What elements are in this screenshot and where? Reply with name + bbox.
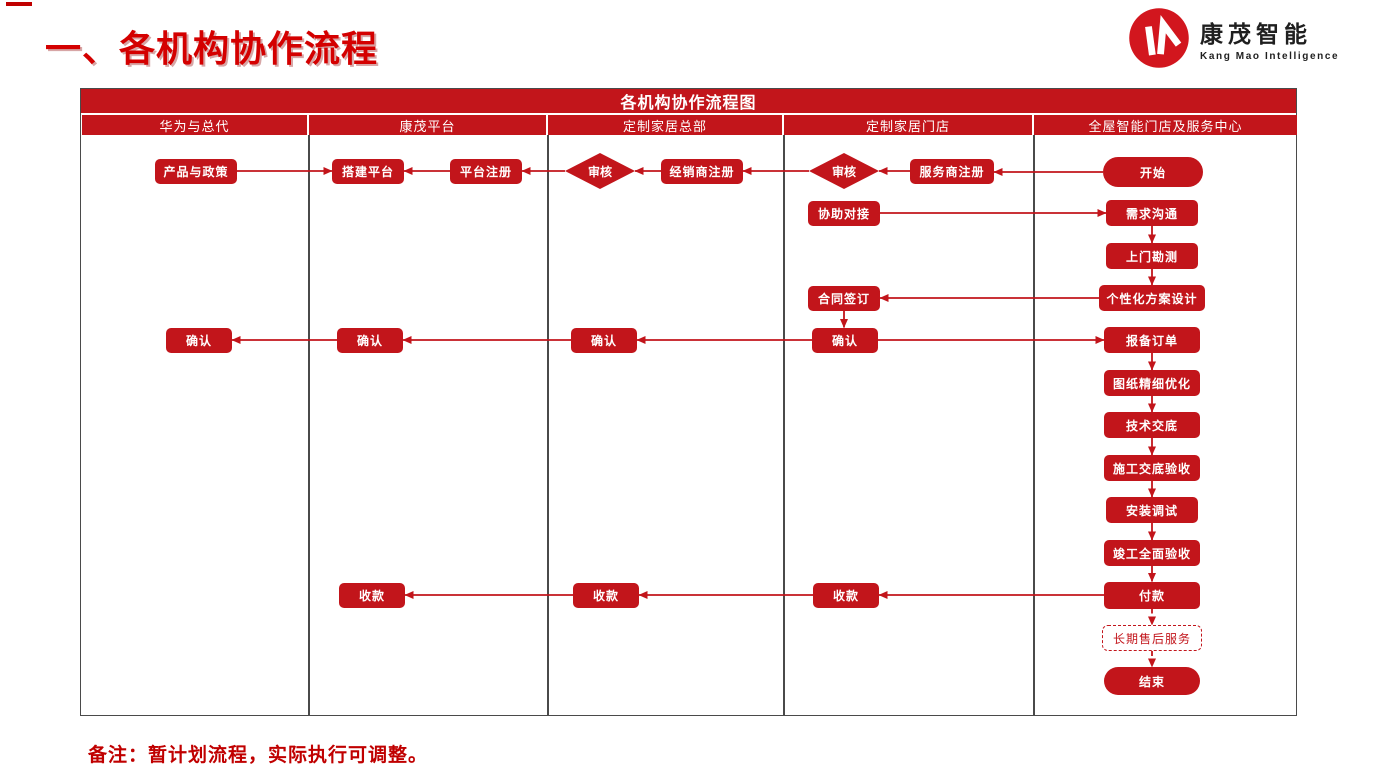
node-receive-payment-kangmao: 收款 — [339, 582, 405, 608]
node-assist-docking: 协助对接 — [808, 200, 880, 226]
node-review-hq: 审核 — [565, 153, 635, 189]
node-installation-debugging: 安装调试 — [1106, 497, 1198, 523]
node-review-store: 审核 — [809, 153, 879, 189]
node-product-policy: 产品与政策 — [155, 158, 237, 184]
node-confirm-hq: 确认 — [571, 327, 637, 353]
lane-divider-4 — [1033, 135, 1035, 715]
node-receive-payment-store: 收款 — [813, 582, 879, 608]
top-accent-dash — [6, 2, 32, 6]
lane-header-3: 定制家居总部 — [548, 115, 782, 135]
brand-logo-icon — [1129, 8, 1189, 68]
node-drawing-optimization: 图纸精细优化 — [1104, 370, 1200, 396]
table-title: 各机构协作流程图 — [81, 89, 1296, 113]
brand-logo: 康茂智能 Kang Mao Intelligence — [1128, 7, 1339, 69]
node-construction-acceptance: 施工交底验收 — [1104, 455, 1200, 481]
lane-divider-3 — [783, 135, 785, 715]
node-technical-disclosure: 技术交底 — [1104, 412, 1200, 438]
node-completion-acceptance: 竣工全面验收 — [1104, 540, 1200, 566]
node-after-sales: 长期售后服务 — [1102, 625, 1202, 651]
brand-name: 康茂智能 Kang Mao Intelligence — [1200, 15, 1339, 62]
node-demand-communication: 需求沟通 — [1106, 200, 1198, 226]
node-confirm-kangmao: 确认 — [337, 327, 403, 353]
lane-divider-1 — [308, 135, 310, 715]
node-build-platform: 搭建平台 — [332, 158, 404, 184]
node-payment: 付款 — [1104, 581, 1200, 609]
lane-header-1: 华为与总代 — [82, 115, 307, 135]
lane-header-2: 康茂平台 — [309, 115, 546, 135]
node-end: 结束 — [1104, 667, 1200, 695]
lane-divider-2 — [547, 135, 549, 715]
node-personalized-design: 个性化方案设计 — [1099, 285, 1205, 311]
node-dealer-register: 经销商注册 — [661, 158, 743, 184]
node-start: 开始 — [1103, 157, 1203, 187]
node-report-order: 报备订单 — [1104, 327, 1200, 353]
brand-name-en: Kang Mao Intelligence — [1200, 50, 1340, 62]
node-platform-register: 平台注册 — [450, 158, 522, 184]
node-contract-signing: 合同签订 — [808, 285, 880, 311]
lane-header-4: 定制家居门店 — [784, 115, 1032, 135]
node-onsite-survey: 上门勘测 — [1106, 243, 1198, 269]
node-receive-payment-hq: 收款 — [573, 582, 639, 608]
lane-header-5: 全屋智能门店及服务中心 — [1034, 115, 1297, 135]
node-confirm-huawei: 确认 — [166, 327, 232, 353]
brand-name-cn: 康茂智能 — [1200, 20, 1312, 47]
node-confirm-store: 确认 — [812, 327, 878, 353]
footnote: 备注：暂计划流程，实际执行可调整。 — [88, 745, 429, 766]
page-title: 一、各机构协作流程 — [45, 28, 379, 69]
flowchart-table: 各机构协作流程图 华为与总代康茂平台定制家居总部定制家居门店全屋智能门店及服务中… — [80, 88, 1297, 716]
node-service-provider-register: 服务商注册 — [910, 158, 994, 184]
